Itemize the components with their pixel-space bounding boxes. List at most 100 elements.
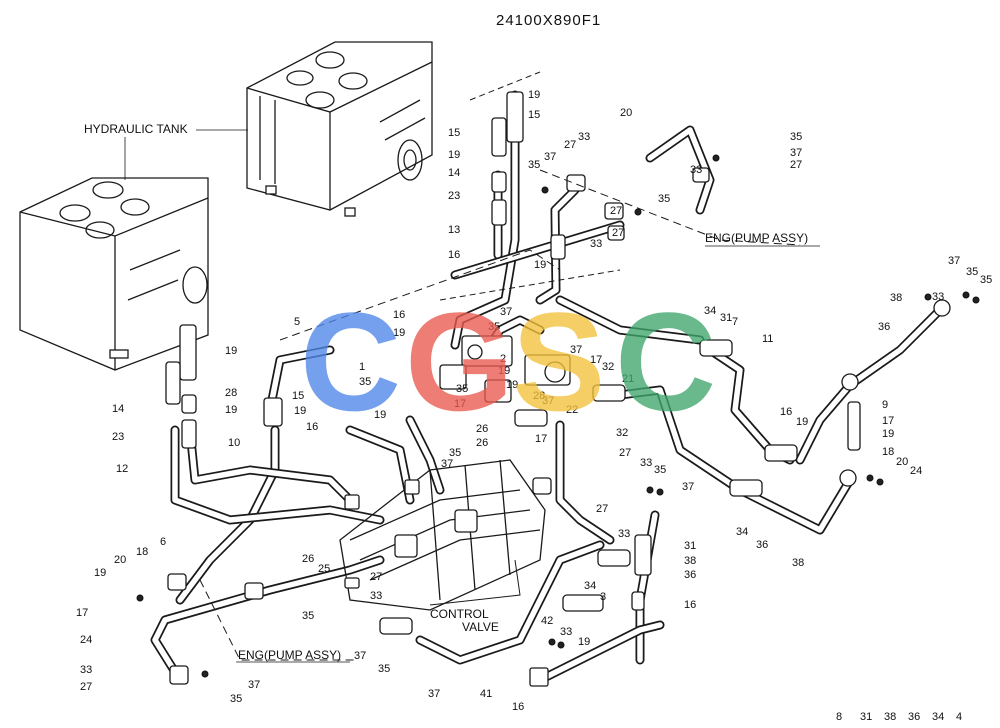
callout-number: 35 [456, 383, 468, 395]
callout-number: 16 [393, 309, 405, 321]
callout-number: 37 [542, 395, 554, 407]
callout-number: 33 [578, 131, 590, 143]
hydraulic-tank-upper [246, 41, 433, 217]
callout-number: 16 [684, 599, 696, 611]
control-valve-block [339, 459, 546, 611]
watermark-letter: C [615, 283, 716, 440]
callout-number: 14 [448, 167, 460, 179]
watermark-letter: C [300, 283, 401, 440]
callout-number: 16 [780, 406, 792, 418]
callout-number: 16 [512, 701, 524, 713]
callout-number: 7 [732, 316, 738, 328]
hoses-and-pipes [150, 90, 945, 685]
callout-number: 35 [966, 266, 978, 278]
callout-number: 35 [654, 464, 666, 476]
callout-number: 19 [528, 89, 540, 101]
callout-number: 23 [448, 190, 460, 202]
watermark-letter: S [512, 283, 605, 440]
callout-numbers: 1915151914231316192035372733353727332735… [76, 89, 992, 723]
callout-number: 9 [882, 399, 888, 411]
callout-number: 17 [590, 354, 602, 366]
callout-number: 36 [878, 321, 890, 333]
callout-number: 19 [506, 379, 518, 391]
callout-number: 18 [136, 546, 148, 558]
assembly-labels: HYDRAULIC TANK CONTROL VALVE ENG(PUMP AS… [84, 122, 820, 663]
callout-number: 8 [836, 711, 842, 723]
callout-number: 33 [690, 164, 702, 176]
callout-number: 27 [790, 159, 802, 171]
callout-number: 26 [476, 437, 488, 449]
callout-number: 20 [896, 456, 908, 468]
callout-number: 35 [230, 693, 242, 705]
fittings [136, 91, 980, 687]
callout-number: 19 [534, 259, 546, 271]
callout-number: 16 [306, 421, 318, 433]
callout-number: 34 [932, 711, 944, 723]
callout-number: 35 [488, 321, 500, 333]
callout-number: 17 [535, 433, 547, 445]
drawing-code: 24100X890F1 [496, 12, 601, 29]
callout-number: 27 [612, 227, 624, 239]
callout-number: 27 [80, 681, 92, 693]
callout-number: 35 [302, 610, 314, 622]
callout-number: 27 [370, 571, 382, 583]
callout-number: 32 [616, 427, 628, 439]
hydraulic-tank-label: HYDRAULIC TANK [84, 122, 188, 136]
callout-number: 25 [318, 563, 330, 575]
callout-number: 37 [544, 151, 556, 163]
callout-number: 33 [932, 291, 944, 303]
callout-number: 33 [560, 626, 572, 638]
callout-number: 19 [796, 416, 808, 428]
callout-number: 35 [980, 274, 992, 286]
callout-number: 24 [80, 634, 92, 646]
callout-number: 19 [225, 404, 237, 416]
callout-number: 5 [294, 316, 300, 328]
callout-number: 31 [684, 540, 696, 552]
callout-number: 37 [441, 458, 453, 470]
callout-number: 37 [682, 481, 694, 493]
callout-number: 37 [500, 306, 512, 318]
callout-number: 27 [564, 139, 576, 151]
callout-number: 20 [114, 554, 126, 566]
callout-number: 19 [393, 327, 405, 339]
callout-number: 19 [882, 428, 894, 440]
callout-number: 41 [480, 688, 492, 700]
callout-number: 18 [882, 446, 894, 458]
callout-number: 35 [658, 193, 670, 205]
callout-number: 33 [590, 238, 602, 250]
callout-number: 33 [80, 664, 92, 676]
callout-number: 26 [302, 553, 314, 565]
callout-number: 35 [378, 663, 390, 675]
callout-number: 35 [528, 159, 540, 171]
callout-number: 2 [500, 353, 506, 365]
callout-number: 33 [618, 528, 630, 540]
callout-number: 36 [908, 711, 920, 723]
eng-pump-assy-bottom-label: ENG(PUMP ASSY) [238, 648, 341, 662]
callout-number: 1 [359, 361, 365, 373]
callout-number: 10 [228, 437, 240, 449]
callout-number: 37 [948, 255, 960, 267]
callout-number: 37 [790, 147, 802, 159]
callout-number: 23 [112, 431, 124, 443]
callout-number: 32 [602, 361, 614, 373]
callout-number: 12 [116, 463, 128, 475]
callout-number: 14 [112, 403, 124, 415]
callout-number: 17 [882, 415, 894, 427]
callout-number: 28 [533, 390, 545, 402]
callout-number: 19 [225, 345, 237, 357]
callout-number: 21 [622, 373, 634, 385]
callout-number: 19 [448, 149, 460, 161]
callout-number: 38 [684, 555, 696, 567]
callout-number: 36 [684, 569, 696, 581]
callout-number: 38 [792, 557, 804, 569]
callout-number: 24 [910, 465, 922, 477]
hydraulic-tank-lower [19, 177, 209, 371]
callout-number: 17 [454, 398, 466, 410]
callout-number: 28 [225, 387, 237, 399]
callout-number: 19 [578, 636, 590, 648]
callout-number: 16 [448, 249, 460, 261]
callout-number: 35 [790, 131, 802, 143]
callout-number: 19 [498, 365, 510, 377]
callout-number: 4 [956, 711, 962, 723]
